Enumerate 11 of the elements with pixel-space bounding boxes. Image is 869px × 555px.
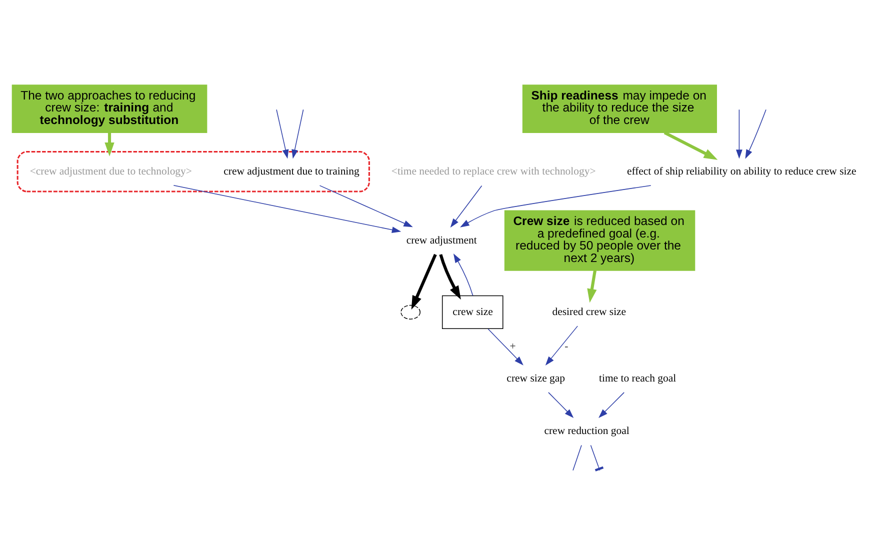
node-text: effect of ship reliability on ability to reduce crew size — [626, 164, 856, 177]
node-text: desired crew size — [552, 306, 626, 318]
node-text: crew adjustment — [406, 234, 477, 246]
node-text: <time needed to replace crew with technology> — [391, 164, 596, 177]
node-text: crew reduction goal — [544, 424, 630, 437]
edge-label: + — [510, 340, 516, 352]
node-text: crew size gap — [506, 372, 566, 384]
node-text: crew adjustment due to training — [224, 164, 360, 177]
node-text: time to reach goal — [599, 372, 676, 384]
node-text: <crew adjustment due to technology> — [30, 164, 192, 177]
edge-label: - — [564, 340, 568, 352]
